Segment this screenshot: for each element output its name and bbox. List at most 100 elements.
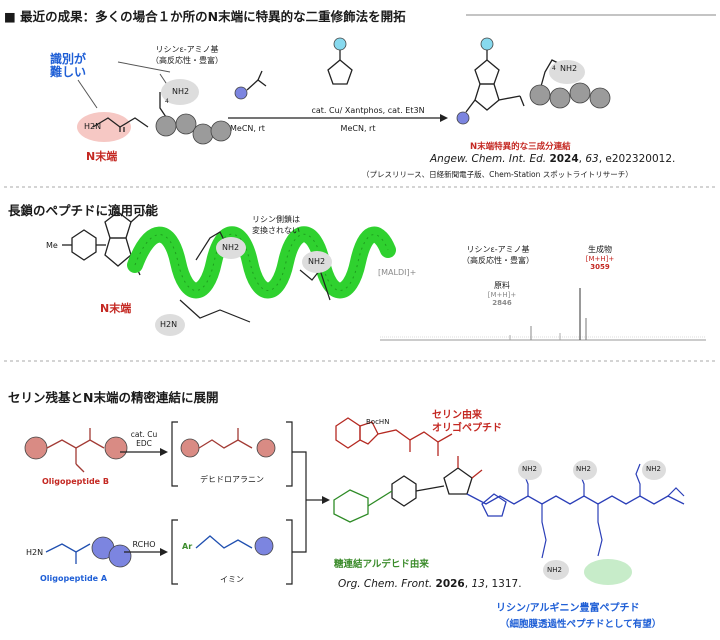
helix-coils <box>127 226 396 299</box>
product-ring <box>474 59 500 85</box>
reagent-b: cat. Cu EDC <box>120 430 168 448</box>
reagent-b-2: EDC <box>136 439 152 448</box>
cell-permeable-label: （細胞膜透過性ペプチドとして有望） <box>500 619 662 630</box>
citation-2-journal: Org. Chem. Front. <box>338 578 433 590</box>
peptide-bead <box>155 115 177 137</box>
reagent-a: RCHO <box>132 540 156 549</box>
oligo-a-label: Oligopeptide A <box>40 574 108 583</box>
nh2-highlight <box>155 314 185 336</box>
ms-start-label: 原料 <box>494 281 510 290</box>
lysine-highlight <box>161 79 199 105</box>
merge-lines <box>292 451 307 553</box>
me-substituent: Me <box>46 241 58 250</box>
central-pyrrolidine <box>443 467 473 495</box>
imine-label: イミン <box>220 575 244 584</box>
bochn-label: BocHN <box>366 418 390 426</box>
ms-start-mass: 2846 <box>492 299 512 307</box>
helix-nh2-2: NH2 <box>308 257 326 266</box>
aldehyde-bead <box>234 86 248 100</box>
citation-1-page: e202320012. <box>605 153 676 165</box>
press-note: （プレスリリース、日経新聞電子版、Chem-Station スポットライトリサー… <box>362 170 633 179</box>
citation-1-volume: 63 <box>585 153 599 165</box>
side-chain-note: リシン側鎖は 変換されない <box>252 215 300 235</box>
nh2-lys-2: NH2 <box>576 465 591 473</box>
nh2-highlight <box>216 237 246 259</box>
n-terminus-highlight <box>77 112 131 142</box>
aryl-ring <box>391 475 417 507</box>
tolyl-ring <box>71 229 97 261</box>
mass-spectrum <box>380 288 706 341</box>
ms-product-mass: 3059 <box>590 263 610 271</box>
section3-title: セリン残基とN末端の精密連結に展開 <box>8 390 219 405</box>
oligo-a-h2n: H2N <box>26 548 44 557</box>
lysine-group-label: リシンε-アミノ基 （高反応性・豊富） <box>132 44 242 66</box>
maldi-label: [MALDI]+ <box>378 268 417 277</box>
maleimide-bead <box>333 37 347 51</box>
citation-1-year: 2024 <box>549 153 579 165</box>
product-nh2-label: NH2 <box>560 64 578 73</box>
ms-lysine-group: リシンε-アミノ基 （高反応性・豊富） <box>448 244 548 266</box>
serine-origin-label: セリン由来 オリゴペプチド <box>432 410 502 434</box>
maleimide-ring <box>327 59 353 85</box>
reagents-right: MeCN, rt <box>340 124 376 133</box>
oligo-b-label: Oligopeptide B <box>42 477 109 486</box>
product-bead <box>549 87 571 109</box>
lysine-group-name: リシンε-アミノ基 <box>155 45 219 54</box>
ms-start: 原料 [M+H]+ 2846 <box>482 280 522 307</box>
subscript-4: 4 <box>165 98 169 105</box>
oligo-b-bead <box>24 436 48 460</box>
section2-n-terminus: N末端 <box>100 302 132 315</box>
sugar-origin-label: 糖連結アルデヒド由来 <box>334 559 429 570</box>
reagents-top: cat. Cu/ Xantphos, cat. Et3N <box>311 106 425 115</box>
product-bead <box>569 82 591 104</box>
me-label: Me <box>142 208 154 217</box>
peptide-bead <box>192 123 214 145</box>
oligo-a-bead <box>108 544 132 568</box>
pyrrolidine-ring <box>104 237 132 267</box>
citation-1-journal: Angew. Chem. Int. Ed. <box>430 153 547 165</box>
section1-title: ■ 最近の成果：多くの場合１か所のN末端に特異的な二重修飾法を開拓 <box>4 9 406 24</box>
ms-lysine-name: リシンε-アミノ基 <box>466 245 530 254</box>
n-terminus-label: N末端 <box>86 150 118 163</box>
nh2-label: NH2 <box>172 87 190 96</box>
lys-arg-label: リシン/アルギニン豊富ペプチド <box>496 603 640 614</box>
nh2-lys-1: NH2 <box>522 465 537 473</box>
sugar-ring <box>333 489 369 523</box>
product-maleimide-bead <box>480 37 494 51</box>
pointer-line <box>117 61 171 73</box>
reagent-b-1: cat. Cu <box>130 430 158 439</box>
nh2-lys-3: NH2 <box>646 465 661 473</box>
imide-ring <box>104 211 132 239</box>
product-bead <box>589 87 611 109</box>
h2n-label: H2N <box>84 122 102 131</box>
citation-2-page: 1317. <box>491 578 522 590</box>
peptide-bead <box>175 113 197 135</box>
product-subscript-4: 4 <box>552 65 556 72</box>
helix-h2n: H2N <box>160 320 178 329</box>
product-caption: N末端特異的な三成分連結 <box>470 142 571 152</box>
ms-product: 生成物 [M+H]+ 3059 <box>575 244 625 271</box>
citation-2-year: 2026 <box>435 578 465 590</box>
product-aldehyde-bead <box>456 111 470 125</box>
product-bead <box>529 84 551 106</box>
proline-ring <box>481 493 507 517</box>
nh2-highlight <box>302 251 332 273</box>
ar-label: Ar <box>182 542 193 551</box>
citation-1: Angew. Chem. Int. Ed. 2024, 63, e2023200… <box>430 153 676 165</box>
citation-2-volume: 13 <box>471 578 485 590</box>
section2-title: 長鎖のペプチドに適用可能 <box>8 203 159 218</box>
dha-label: デヒドロアラニン <box>200 475 264 484</box>
hard-to-distinguish-label: 識別が 難しい <box>50 52 87 79</box>
helix-nh2-1: NH2 <box>222 243 240 252</box>
product-pyrrolidine <box>474 83 500 111</box>
ms-lysine-props: （高反応性・豊富） <box>462 256 534 265</box>
pointer-line <box>77 79 98 109</box>
nh2-lys-4: NH2 <box>547 566 562 574</box>
oligo-b-bead <box>104 436 128 460</box>
ms-product-label: 生成物 <box>588 245 612 254</box>
peptide-chain <box>466 493 685 505</box>
indole-ring <box>335 417 361 449</box>
citation-2: Org. Chem. Front. 2026, 13, 1317. <box>338 578 522 590</box>
product-lysine-highlight <box>549 60 585 84</box>
